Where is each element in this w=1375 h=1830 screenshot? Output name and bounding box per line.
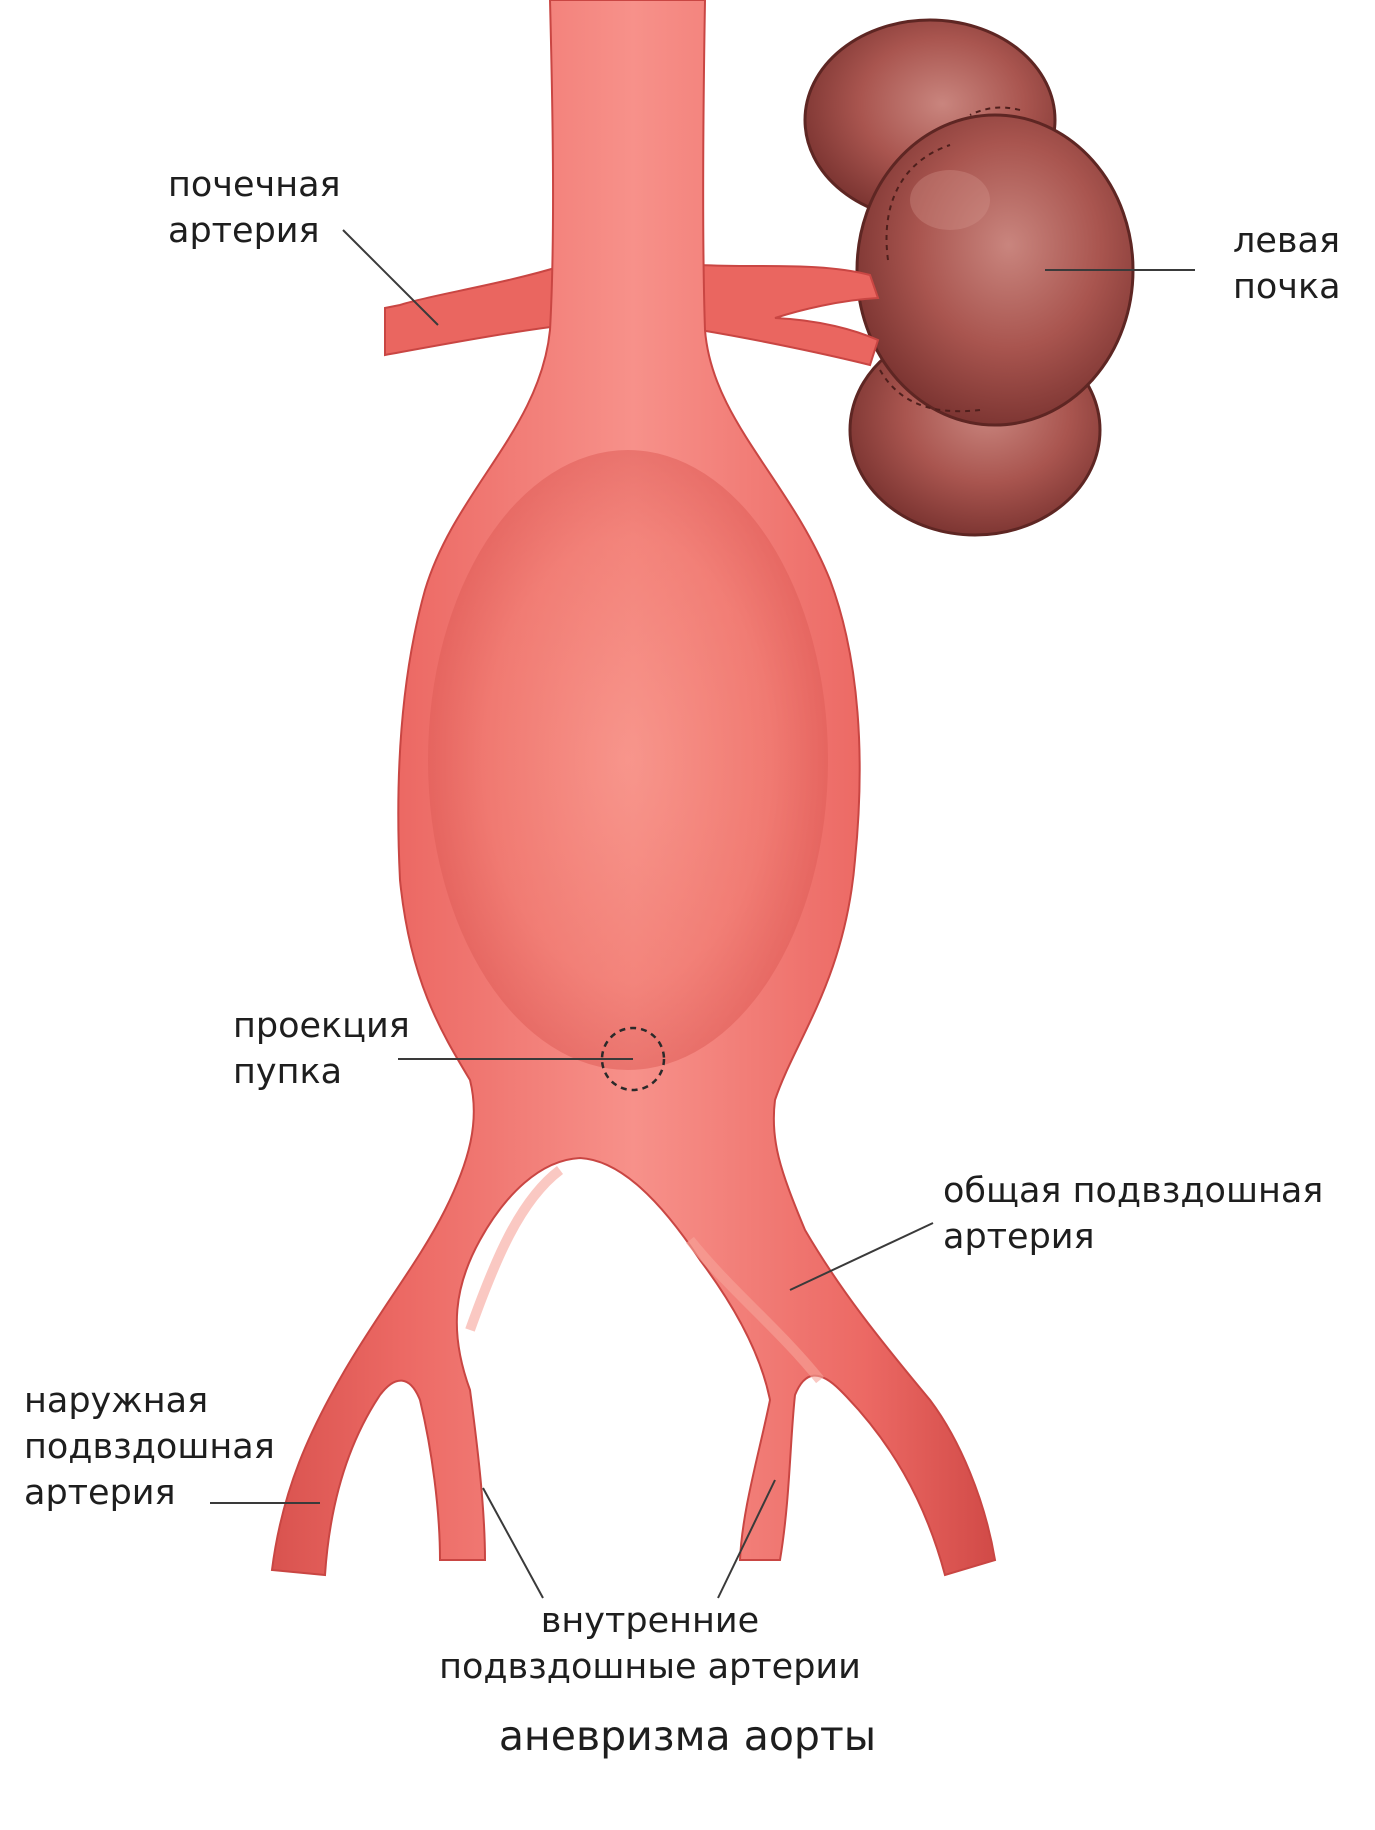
leader-internal-iliac-left	[483, 1488, 543, 1598]
label-common-iliac-line-1: общая подвздошная	[943, 1168, 1323, 1214]
label-external-iliac-line-3: артерия	[24, 1470, 275, 1516]
label-common-iliac-artery: общая подвздошная артерия	[943, 1168, 1323, 1260]
label-internal-iliac-line-1: внутренние	[430, 1598, 870, 1644]
label-internal-iliac-line-2: подвздошные артерии	[430, 1644, 870, 1690]
label-external-iliac-line-1: наружная	[24, 1378, 275, 1424]
label-renal-artery: почечная артерия	[168, 162, 341, 254]
label-internal-iliac-arteries: внутренние подвздошные артерии	[430, 1598, 870, 1690]
label-navel-projection-line-2: пупка	[233, 1049, 410, 1095]
label-external-iliac-line-2: подвздошная	[24, 1424, 275, 1470]
label-navel-projection-line-1: проекция	[233, 1003, 410, 1049]
label-external-iliac-artery: наружная подвздошная артерия	[24, 1378, 275, 1516]
label-renal-artery-line-1: почечная	[168, 162, 341, 208]
label-left-kidney-line-2: почка	[1233, 264, 1341, 310]
label-navel-projection: проекция пупка	[233, 1003, 410, 1095]
label-renal-artery-line-2: артерия	[168, 208, 341, 254]
label-left-kidney-line-1: левая	[1233, 218, 1341, 264]
label-left-kidney: левая почка	[1233, 218, 1341, 310]
figure-caption: аневризма аорты	[0, 1712, 1375, 1760]
label-common-iliac-line-2: артерия	[943, 1214, 1323, 1260]
